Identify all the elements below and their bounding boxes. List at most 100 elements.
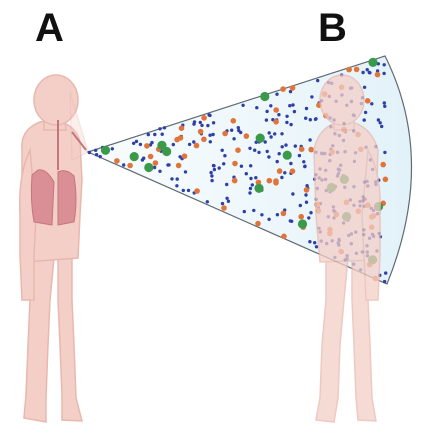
particle-blue	[255, 106, 258, 109]
particle-blue	[158, 127, 161, 130]
particle-blue	[221, 202, 224, 205]
particle-blue	[212, 121, 215, 124]
particle-blue	[211, 133, 214, 136]
particle-blue	[309, 118, 312, 121]
particle-blue	[132, 142, 135, 145]
particle-blue	[225, 197, 228, 200]
particle-blue	[280, 132, 283, 135]
particle-orange	[346, 67, 352, 73]
particle-blue	[232, 137, 235, 140]
particle-blue	[384, 271, 387, 274]
particle-blue	[307, 216, 310, 219]
particle-blue	[239, 131, 242, 134]
particle-orange	[222, 131, 228, 137]
particle-blue	[276, 160, 279, 163]
particle-blue	[142, 157, 145, 160]
particle-orange	[273, 107, 279, 113]
particle-orange	[365, 98, 371, 104]
particle-orange	[194, 143, 200, 149]
particle-blue	[275, 93, 278, 96]
particle-orange	[299, 146, 305, 152]
particle-orange	[290, 168, 296, 174]
particle-orange	[221, 205, 227, 211]
particle-blue	[273, 132, 276, 135]
particle-blue	[370, 102, 373, 105]
particle-blue	[209, 140, 212, 143]
particle-blue	[264, 140, 267, 143]
particle-blue	[166, 163, 169, 166]
particle-blue	[298, 154, 301, 157]
particle-orange	[290, 85, 296, 91]
particle-green	[254, 184, 263, 193]
particle-blue	[111, 147, 114, 150]
particle-blue	[366, 68, 369, 71]
particle-orange	[304, 187, 310, 193]
particle-orange	[114, 158, 120, 164]
particle-blue	[193, 120, 196, 123]
particle-green	[368, 58, 377, 67]
particle-blue	[208, 134, 211, 137]
particle-blue	[364, 111, 367, 114]
particle-blue	[380, 125, 383, 128]
particle-orange	[273, 178, 279, 184]
particle-blue	[363, 118, 366, 121]
particle-blue	[267, 218, 270, 221]
particle-blue	[383, 151, 386, 154]
particle-blue	[310, 95, 313, 98]
particle-orange	[281, 211, 287, 217]
particle-blue	[206, 200, 209, 203]
particle-orange	[277, 168, 283, 174]
particle-orange	[308, 147, 314, 153]
particle-blue	[161, 133, 164, 136]
particle-blue	[303, 165, 306, 168]
particle-blue	[305, 184, 308, 187]
particle-blue	[308, 240, 311, 243]
particle-blue	[305, 107, 308, 110]
particle-blue	[309, 211, 312, 214]
particle-blue	[248, 147, 251, 150]
particle-orange	[232, 161, 238, 167]
particle-orange	[144, 143, 150, 149]
particle-blue	[293, 110, 296, 113]
particle-blue	[187, 189, 190, 192]
particle-blue	[285, 121, 288, 124]
particle-orange	[194, 188, 200, 194]
particle-blue	[176, 177, 179, 180]
particle-blue	[213, 168, 216, 171]
person-b-label: B	[318, 6, 347, 50]
particle-blue	[188, 143, 191, 146]
particle-blue	[158, 170, 161, 173]
particle-blue	[253, 149, 256, 152]
particle-green	[157, 141, 166, 150]
particle-orange	[380, 162, 386, 168]
particle-blue	[266, 150, 269, 153]
particle-orange	[201, 115, 207, 121]
particle-blue	[94, 149, 97, 152]
particle-blue	[260, 213, 263, 216]
particle-orange	[182, 153, 188, 159]
particle-blue	[95, 153, 98, 156]
particle-blue	[237, 126, 240, 129]
person-a-label: A	[35, 6, 64, 50]
particle-blue	[284, 143, 287, 146]
particle-orange	[354, 67, 360, 73]
particle-blue	[170, 177, 173, 180]
particle-blue	[291, 103, 294, 106]
particle-orange	[178, 135, 184, 141]
particle-blue	[280, 176, 283, 179]
particle-blue	[199, 121, 202, 124]
particle-blue	[175, 184, 178, 187]
particle-blue	[192, 140, 195, 143]
particle-blue	[257, 151, 260, 154]
particle-green	[283, 151, 292, 160]
particle-blue	[379, 121, 382, 124]
particle-blue	[227, 200, 230, 203]
particle-green	[101, 146, 110, 155]
particle-blue	[316, 79, 319, 82]
particle-blue	[223, 154, 226, 157]
particle-blue	[150, 141, 153, 144]
particle-orange	[235, 147, 241, 153]
particle-blue	[269, 135, 272, 138]
particle-blue	[206, 124, 209, 127]
particle-blue	[249, 164, 252, 167]
